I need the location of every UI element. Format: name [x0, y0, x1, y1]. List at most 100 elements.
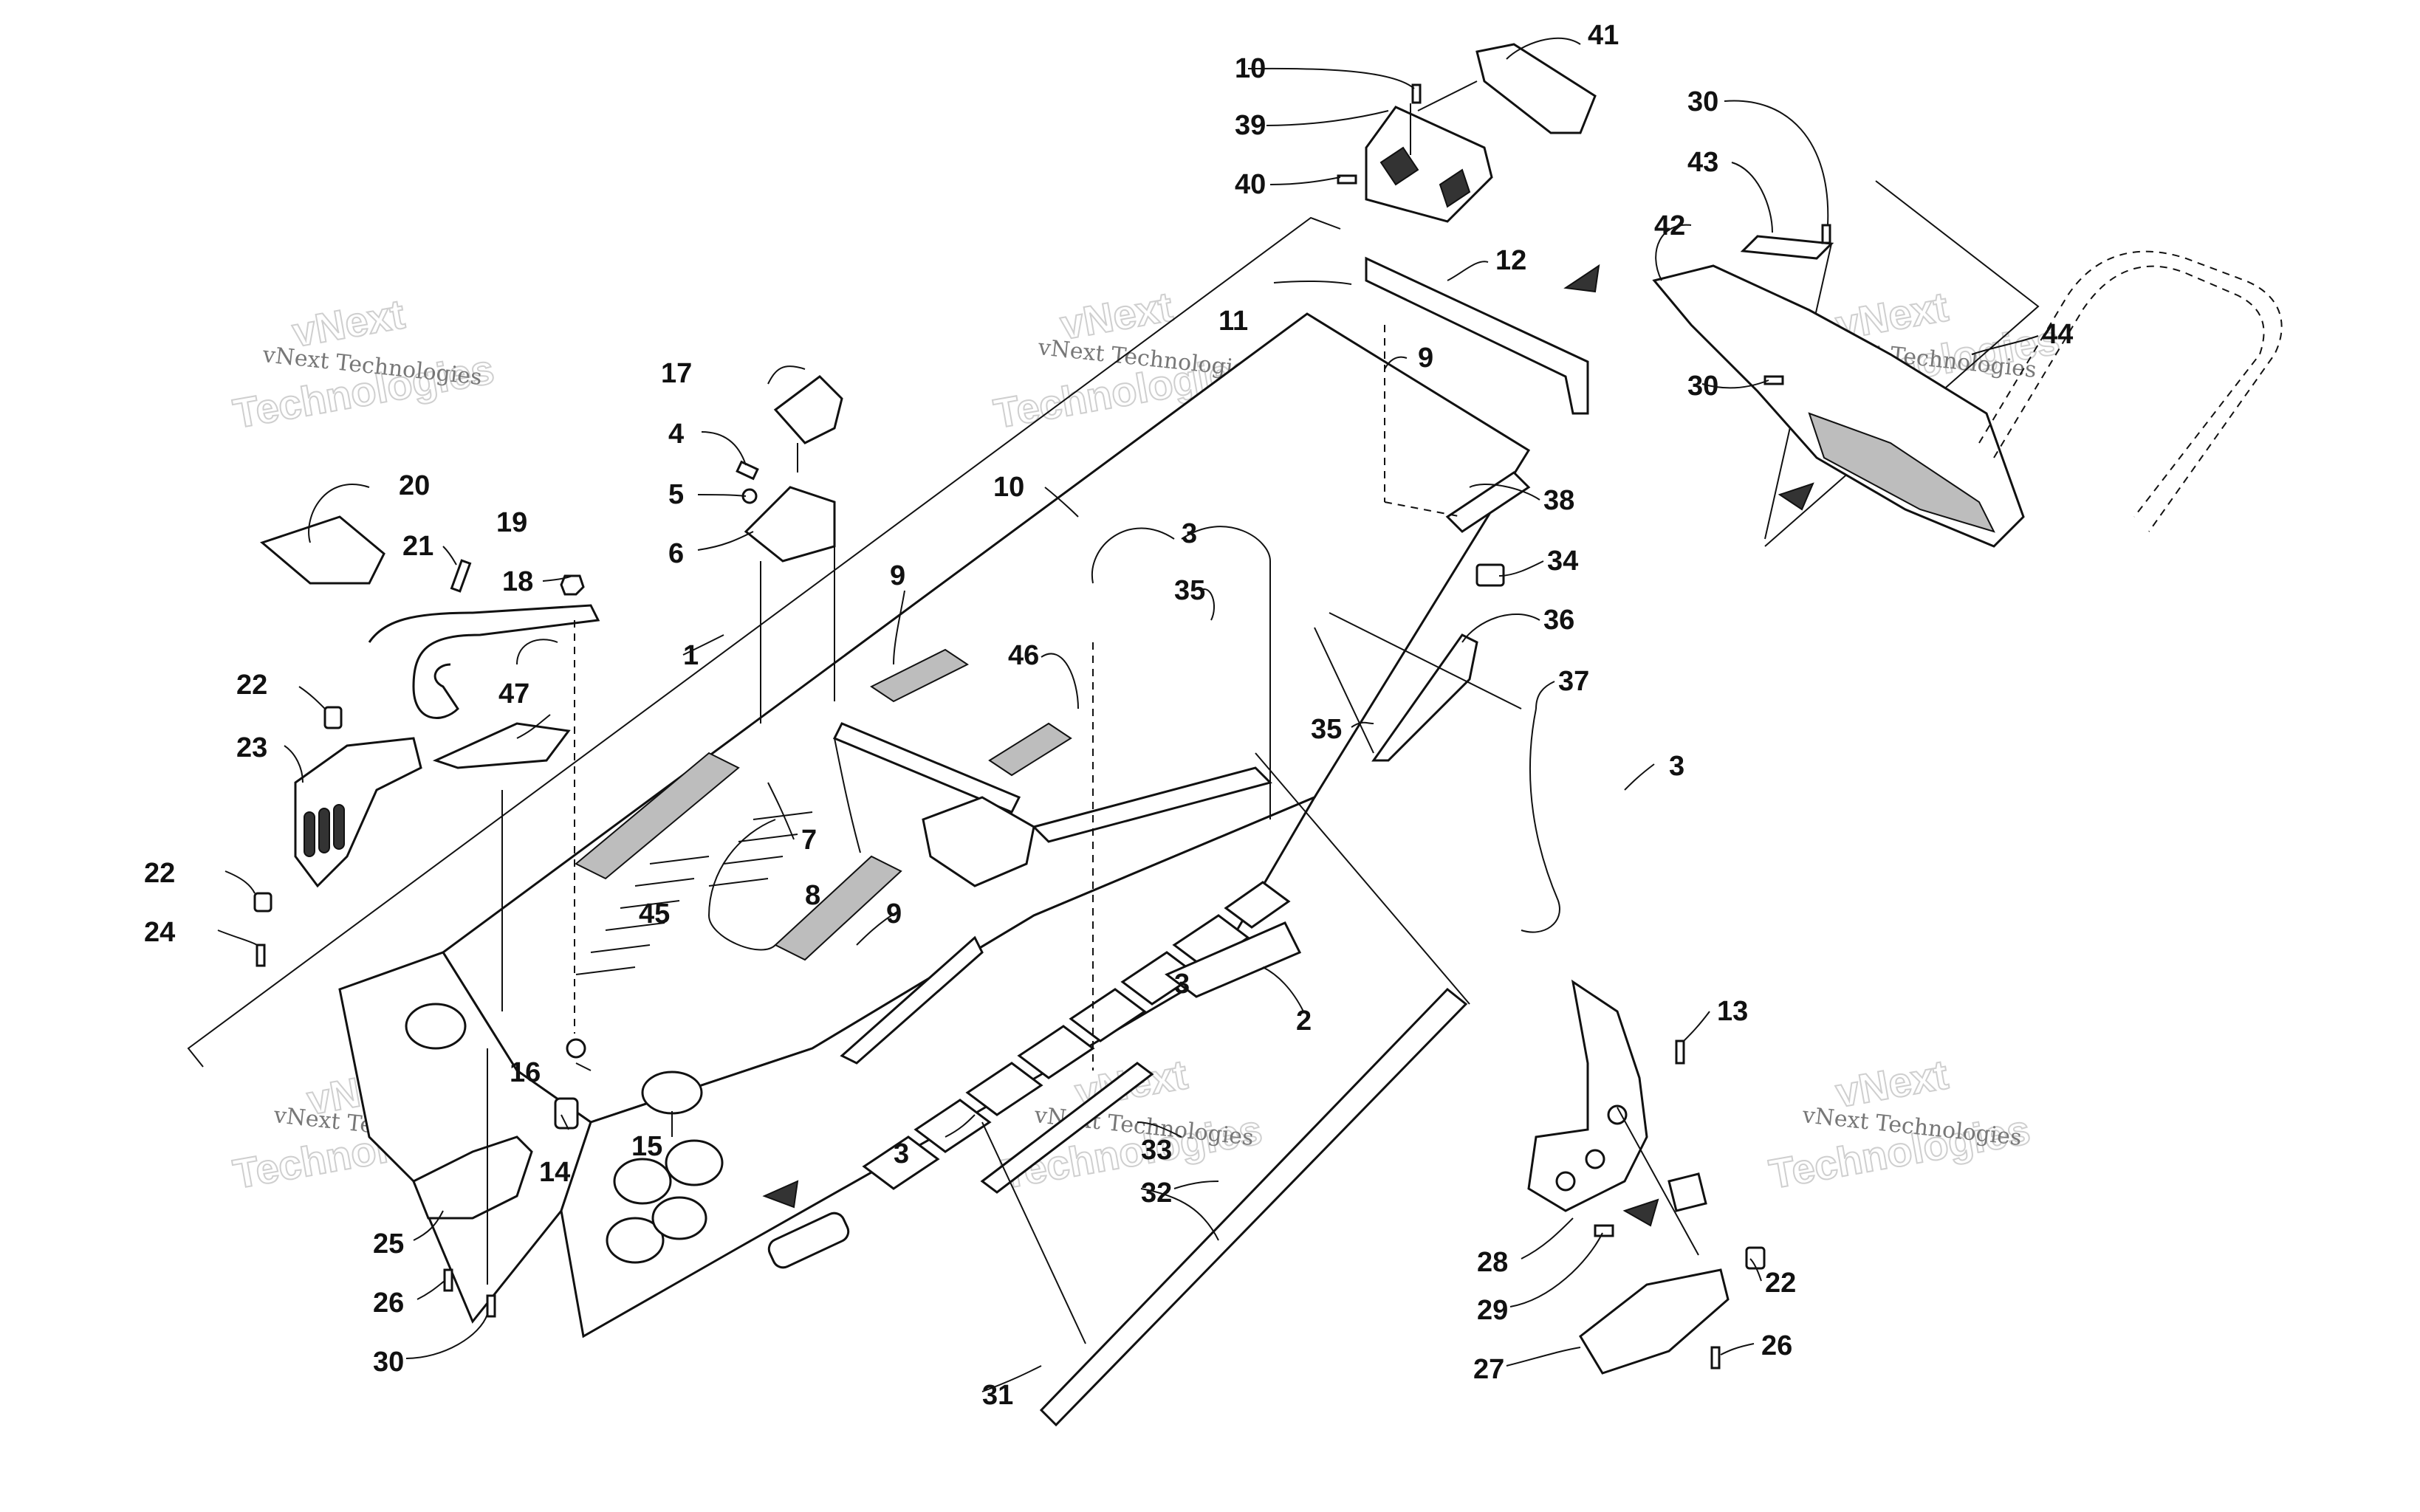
callout-24: 24	[144, 917, 175, 948]
callout-30: 30	[1687, 371, 1718, 402]
leader-lines	[217, 37, 2039, 1392]
traction-strip-46b	[988, 722, 1072, 777]
callout-40: 40	[1235, 169, 1266, 200]
callout-11: 11	[1218, 306, 1248, 337]
clip-22a	[323, 706, 343, 729]
clip-22b	[253, 892, 272, 913]
callout-34: 34	[1547, 546, 1578, 577]
left-parts	[253, 375, 843, 967]
side-hole	[651, 1196, 707, 1240]
snowflap-42-ribs	[1808, 412, 1995, 533]
side-hole	[606, 1217, 665, 1264]
screw-30-lower	[486, 1294, 496, 1318]
callout-18: 18	[502, 566, 533, 597]
deck-slots	[575, 811, 813, 975]
callout-39: 39	[1235, 110, 1266, 141]
callout-3: 3	[1182, 518, 1197, 549]
strap-18	[368, 604, 600, 719]
arrow-icon	[1778, 482, 1814, 511]
screw-13	[1675, 1040, 1685, 1065]
bumper-44-outline	[1978, 250, 2283, 532]
side-hole	[405, 1003, 467, 1050]
callout-20: 20	[399, 470, 430, 501]
callout-36: 36	[1543, 605, 1574, 636]
top-center-parts	[1337, 43, 1597, 223]
callout-3: 3	[1174, 969, 1190, 1000]
heel-plate-hole	[1585, 1149, 1605, 1169]
traction-strip-45	[575, 752, 740, 880]
step-27	[1579, 1268, 1730, 1375]
callout-29: 29	[1477, 1295, 1508, 1326]
callout-45: 45	[639, 898, 670, 929]
callout-3: 3	[894, 1138, 909, 1169]
callout-1: 1	[683, 640, 699, 671]
housing-39-vent	[1379, 146, 1419, 186]
callout-7: 7	[801, 825, 817, 856]
callout-23: 23	[236, 732, 267, 763]
heel-plate-28	[1527, 979, 1648, 1212]
heel-plate-hole	[1607, 1104, 1628, 1125]
callout-9: 9	[886, 898, 902, 929]
screw-16	[566, 1038, 586, 1059]
callout-46: 46	[1008, 640, 1039, 671]
bumper-parts	[554, 256, 1589, 1427]
callout-10: 10	[993, 472, 1024, 503]
lower-left-parts	[412, 1135, 533, 1318]
cover-20	[259, 515, 385, 585]
traction-strip-45b	[774, 855, 902, 961]
callout-2: 2	[1296, 1006, 1312, 1037]
traction-strip-46	[870, 648, 969, 703]
callout-38: 38	[1543, 485, 1574, 516]
callout-28: 28	[1477, 1247, 1508, 1278]
screw-21	[450, 559, 472, 593]
clip-14	[554, 1097, 579, 1130]
callout-8: 8	[805, 880, 820, 911]
callout-21: 21	[402, 531, 433, 562]
screw-29	[1594, 1224, 1614, 1237]
direction-arrows	[762, 264, 1814, 1227]
callout-22: 22	[144, 858, 175, 889]
callout-32: 32	[1141, 1178, 1172, 1209]
screw-26-right	[1710, 1346, 1721, 1370]
callout-labels: 1 2 3 3 3 3 4 5 6 7 8 9 9 9 10 10 11 12 …	[144, 20, 2073, 1411]
callout-17: 17	[661, 358, 692, 389]
rear-bracket-12	[1365, 256, 1589, 415]
tunnel-assembly	[338, 312, 1531, 1339]
spacer	[1667, 1172, 1707, 1212]
callout-27: 27	[1473, 1354, 1504, 1385]
rod-37	[1521, 708, 1560, 933]
right-parts	[1652, 224, 2283, 548]
housing-39-vent-2	[1439, 168, 1471, 208]
watermark-top-6: vNext	[1832, 1051, 1951, 1116]
heel-plate-hole	[1555, 1171, 1576, 1192]
callout-5: 5	[668, 479, 684, 510]
callout-41: 41	[1588, 20, 1619, 51]
clip-22c	[1745, 1246, 1766, 1270]
callout-22: 22	[236, 670, 267, 701]
callout-9: 9	[890, 560, 905, 591]
callout-47: 47	[498, 678, 529, 709]
arrow-icon	[1563, 264, 1600, 293]
screw-26	[443, 1268, 453, 1292]
cap-41	[1475, 43, 1597, 134]
callout-15: 15	[631, 1131, 662, 1162]
steering-bracket	[922, 796, 1035, 887]
plate-2	[1165, 921, 1302, 998]
screw-30-right	[1821, 224, 1831, 244]
arrow-icon	[1622, 1198, 1659, 1227]
bracket-6	[744, 486, 836, 563]
callout-22: 22	[1765, 1268, 1796, 1299]
arrow-icon	[762, 1180, 799, 1209]
callout-35: 35	[1174, 575, 1205, 606]
callout-4: 4	[668, 419, 684, 450]
lower-right-parts	[1527, 979, 1766, 1375]
callout-42: 42	[1654, 210, 1685, 241]
callout-30: 30	[1687, 86, 1718, 117]
decal-43	[1740, 235, 1834, 260]
callout-13: 13	[1717, 996, 1748, 1027]
callout-12: 12	[1495, 245, 1526, 276]
cross-brace	[832, 722, 1021, 814]
screw-4	[736, 460, 759, 481]
group-outline-left	[187, 216, 1341, 1068]
screw-24	[256, 944, 266, 967]
